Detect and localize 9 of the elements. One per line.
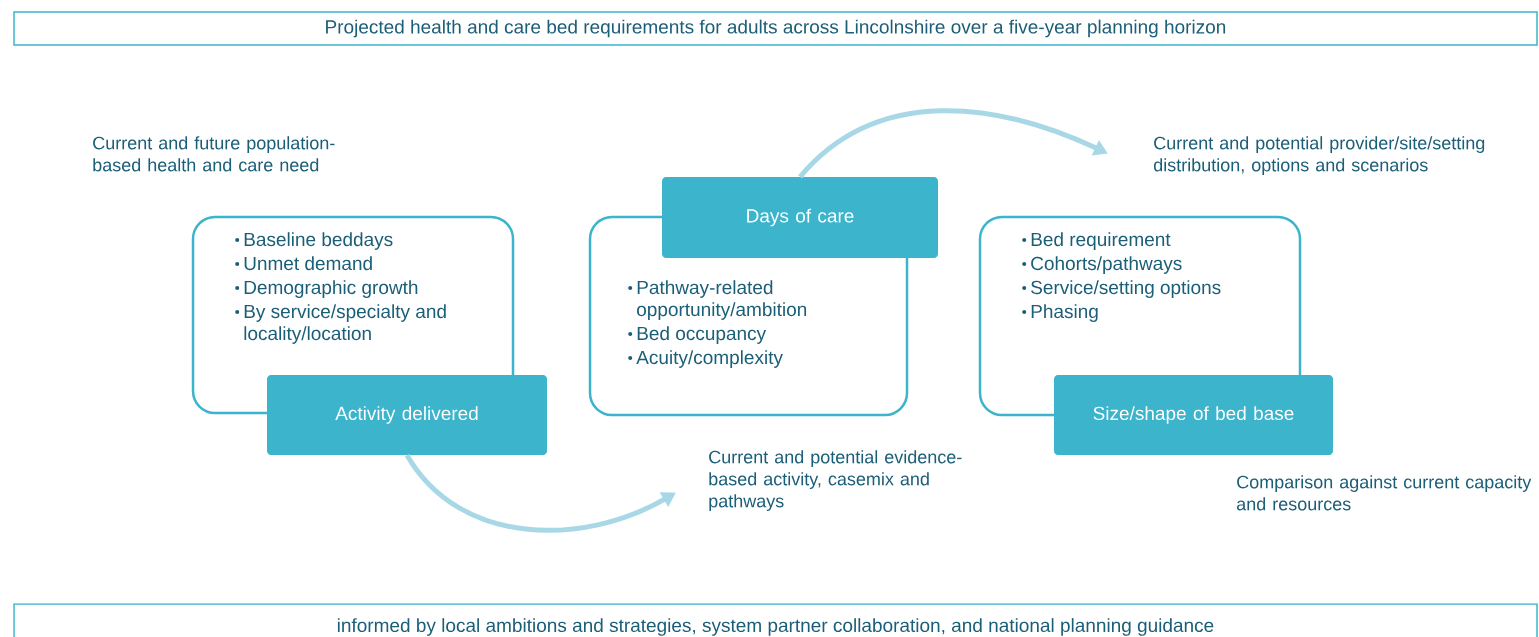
banner-box: informed by local ambitions and strategies, system partner collaboration, and national planning guidance [13,603,1538,637]
annotation-text: Current and potential provider/site/setting distribution, options and scenarios [1153,136,1485,175]
heading-tab: Activity delivered [267,375,547,455]
heading-tab: Days of care [662,177,938,258]
heading-tab: Size/shape of bed base [1054,375,1333,455]
banner-box: Projected health and care bed requirements for adults across Lincolnshire over a five-year planning horizon [13,11,1538,46]
annotation-text: Current and future population-based health and care need [93,136,335,172]
annotation-text: Current and potential evidence-based activity, casemix and pathways [709,450,962,511]
annotation-text: Comparison against current capacity and resources [1236,475,1532,511]
